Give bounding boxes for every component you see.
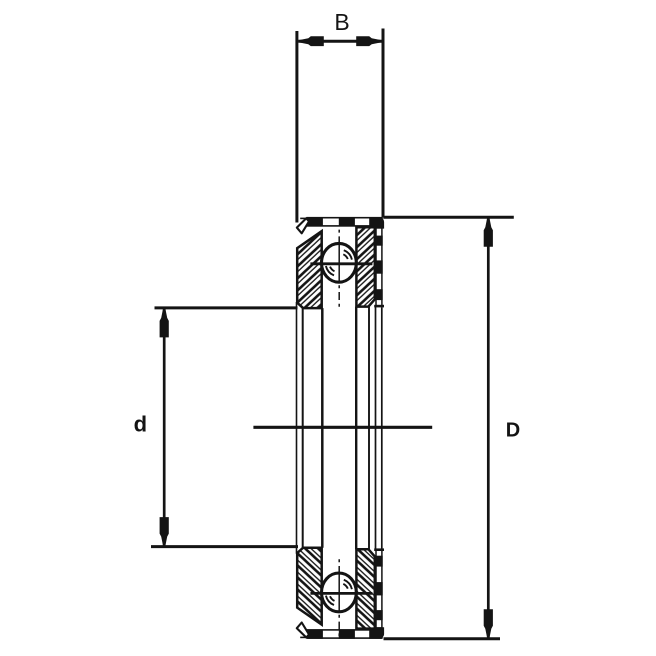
svg-text:D: D [506,420,520,442]
svg-text:B: B [334,9,349,35]
svg-text:d: d [134,412,147,437]
